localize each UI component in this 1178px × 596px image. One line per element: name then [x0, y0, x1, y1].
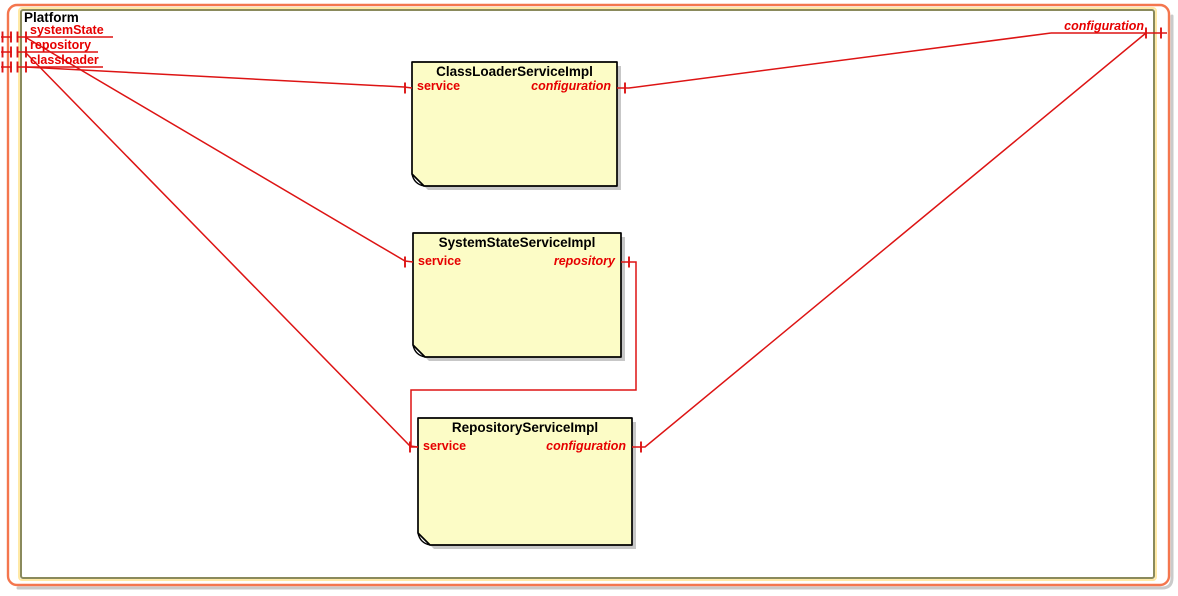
connector-systemstateservice-to-repositoryservice — [410, 261, 637, 448]
systemstate-service-port-repository: repository — [553, 254, 615, 268]
connector-repository-to-repositoryservice — [24, 51, 419, 448]
connector-classloaderservice-to-configuration — [617, 32, 1052, 89]
classloader-service-port-service: service — [417, 79, 461, 93]
port-label-systemstate: systemState — [30, 23, 104, 37]
platform-border-highlight — [18, 7, 1157, 581]
connector-repositoryservice-to-configuration — [632, 32, 1147, 448]
repository-service-port-configuration: configuration — [546, 439, 626, 453]
component-repository-service-box — [417, 417, 633, 546]
diagram-frame — [6, 3, 1171, 587]
component-port-marks — [404, 82, 642, 453]
repository-service-port-service: service — [423, 439, 467, 453]
systemstate-service-title: SystemStateServiceImpl — [438, 235, 596, 250]
right-edge-port-marks — [1145, 27, 1162, 39]
repository-fold-icon — [417, 532, 431, 546]
left-edge-port-marks — [1, 31, 27, 73]
frame-shadow — [16, 14, 1174, 590]
component-classloader-service-box — [411, 61, 618, 187]
port-label-repository: repository — [30, 38, 92, 52]
classloader-fold-icon — [411, 173, 425, 187]
systemstate-service-port-service: service — [418, 254, 462, 268]
port-label-classloader: classloader — [30, 53, 99, 67]
component-boxes — [411, 61, 633, 546]
port-marks — [1, 27, 1162, 453]
classloader-service-port-configuration: configuration — [531, 79, 611, 93]
platform-border — [20, 9, 1155, 579]
classloader-service-title: ClassLoaderServiceImpl — [436, 64, 593, 79]
connector-classloader-to-classloaderservice — [24, 66, 413, 89]
platform-title: Platform — [24, 10, 79, 25]
component-systemstate-service-box — [412, 232, 622, 358]
repository-service-title: RepositoryServiceImpl — [451, 420, 599, 435]
port-label-configuration: configuration — [1064, 19, 1144, 33]
systemstate-fold-icon — [412, 344, 426, 358]
